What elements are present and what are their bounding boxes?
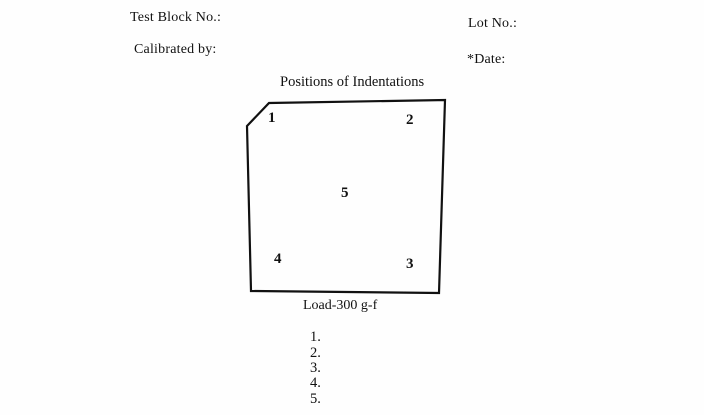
diagram-title: Positions of Indentations xyxy=(280,74,425,90)
calibrated-by-label: Calibrated by: xyxy=(134,42,217,57)
result-line-3: 3. xyxy=(310,360,321,376)
test-block-outline xyxy=(245,98,447,295)
indentation-number-bottom-left: 4 xyxy=(274,251,282,267)
load-label: Load-300 g-f xyxy=(303,298,378,313)
lot-no-label: Lot No.: xyxy=(468,16,518,31)
result-line-2: 2. xyxy=(310,345,321,361)
test-block-diagram xyxy=(245,95,451,299)
indentation-number-top-left: 1 xyxy=(268,110,276,126)
indentation-number-bottom-right: 3 xyxy=(406,256,414,272)
test-block-no-label: Test Block No.: xyxy=(130,10,222,25)
result-line-4: 4. xyxy=(310,375,321,391)
result-line-5: 5. xyxy=(310,391,321,407)
date-label: *Date: xyxy=(467,52,506,67)
result-line-1: 1. xyxy=(310,329,321,345)
indentation-number-center: 5 xyxy=(341,185,349,201)
indentation-number-top-right: 2 xyxy=(406,112,414,128)
